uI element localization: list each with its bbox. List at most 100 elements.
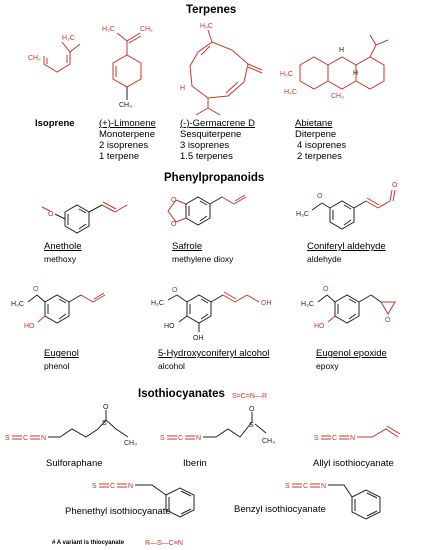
benzyl-s-label: S [285,483,290,490]
iberin-c-label: C [178,435,183,442]
allyl-isothiocyanate-name: Allyl isothiocyanate [313,458,394,469]
hydroxyconiferyl-oh2-label: OH [261,300,272,307]
sulforaphane-scn-label: S [5,435,10,442]
hydroxyconiferyl-alcohol-desc: alcohol [158,361,185,371]
allyl-n-label: N [350,435,355,442]
safrole-name: Safrole [172,241,203,252]
eugenol-epoxide-o2-label: O [385,317,391,324]
section-title-phenylpropanoids: Phenylpropanoids [164,172,265,184]
sulforaphane-ch3-label: CH₃ [124,440,137,447]
limonene-ch2-label: CH₂ [140,26,153,33]
anethole-desc: methoxy [44,254,77,264]
limonene-terpenes: 1 terpene [99,151,140,162]
benzyl-n-label: N [321,483,326,490]
iberin-name: Iberin [183,458,207,469]
abietane-structure: H H H₃C H₃C CH₃ [280,34,389,100]
iberin-s-label: S [160,435,165,442]
isoprene-structure: H₃C CH₂ [28,35,81,73]
anethole-o-label: O [48,211,54,218]
benzyl-isothiocyanate-structure: S C N [285,483,381,520]
hydroxyconiferyl-alcohol-name: 5-Hydroxyconiferyl alcohol [158,348,270,359]
germacrene-h3c-label: H₃C [200,23,213,30]
sulforaphane-s-label: S [102,420,107,427]
sulforaphane-c-label: C [23,435,28,442]
eugenol-structure: O H₃C HO [11,286,106,330]
abietane-isoprenes: 4 isoprenes [297,140,347,151]
phenethyl-c-label: C [110,483,115,490]
germacrene-structure: H₃C H [180,23,263,116]
hydroxyconiferyl-ho1-label: HO [164,323,175,330]
allyl-s-label: S [314,435,319,442]
section-title-isothiocyanates: Isothiocyanates [138,388,225,400]
phenethyl-s-label: S [92,483,97,490]
germacrene-terpenes: 1.5 terpenes [180,151,233,162]
isothiocyanate-general-formula: S=C=N—R [232,393,267,400]
allyl-c-label: C [332,435,337,442]
sulforaphane-n-label: N [41,435,46,442]
abietane-h3c-2-label: H₃C [284,89,297,96]
isoprene-ch2-label: CH₂ [28,55,41,62]
hydroxyconiferyl-oh-label: OH [193,335,204,342]
iberin-s2-label: S [249,422,254,429]
eugenol-epoxide-ho-label: HO [314,323,325,330]
limonene-isoprenes: 2 isoprenes [99,140,149,151]
thiocyanate-note: # A variant is thiocyanate [52,540,124,546]
isoprene-name: Isoprene [35,118,75,129]
hydroxyconiferyl-h3c-label: H₃C [151,300,164,307]
eugenol-desc: phenol [44,361,70,371]
eugenol-epoxide-name: Eugenol epoxide [316,348,387,359]
thiocyanate-formula: R—S—C≡N [145,540,183,547]
allyl-isothiocyanate-structure: S C N [314,425,401,442]
section-title-terpenes: Terpenes [186,4,237,16]
benzyl-isothiocyanate-name: Benzyl isothiocyanate [234,504,326,515]
sulforaphane-o-label: O [103,404,109,411]
safrole-desc: methylene dioxy [172,254,234,264]
safrole-structure: O O [167,194,247,228]
abietane-h2-label: H [353,70,358,77]
coniferyl-aldehyde-name: Coniferyl aldehyde [307,241,386,252]
phenethyl-isothiocyanate-name: Phenethyl isothiocyanate [65,506,171,517]
iberin-n-label: N [196,435,201,442]
sulforaphane-structure: S C N O S CH₃ [5,404,137,447]
eugenol-name: Eugenol [44,348,79,359]
abietane-terpenes: 2 terpenes [297,151,342,162]
phenethyl-n-label: N [128,483,133,490]
eugenol-epoxide-structure: O H₃C HO O [301,286,396,330]
phenethyl-isothiocyanate-structure: S C N [92,483,195,518]
benzyl-c-label: C [303,483,308,490]
eugenol-o-label: O [33,286,39,293]
abietane-h1-label: H [339,47,344,54]
safrole-o2-label: O [171,221,177,228]
eugenol-epoxide-o1-label: O [323,286,329,293]
anethole-structure: O [41,201,128,234]
limonene-h3c-label: H₃C [102,26,115,33]
germacrene-name: (-)-Germacrene D [180,118,255,129]
coniferyl-aldehyde-desc: aldehyde [307,254,342,264]
eugenol-epoxide-h3c-label: H₃C [301,301,314,308]
iberin-o-label: O [249,406,255,413]
hydroxyconiferyl-o-label: O [172,287,178,294]
abietane-h3c-1-label: H₃C [280,71,293,78]
coniferyl-aldehyde-structure: O H₃C O [296,182,398,230]
abietane-name: Abietane [295,118,333,129]
limonene-name: (+)-Limonene [99,118,156,129]
isoprene-h3c-label: H₃C [62,35,75,42]
coniferyl-aldehyde-h3c-label: H₃C [296,211,309,218]
germacrene-class: Sesquiterpene [180,129,242,140]
safrole-o1-label: O [171,197,177,204]
limonene-ch3-label: CH₃ [119,102,132,109]
eugenol-epoxide-desc: epoxy [316,361,339,371]
iberin-structure: S C N O S CH₃ [160,406,275,445]
anethole-name: Anethole [44,241,82,252]
eugenol-ho-label: HO [24,323,35,330]
iberin-ch3-label: CH₃ [262,438,275,445]
coniferyl-aldehyde-o1-label: O [317,193,323,200]
limonene-structure: H₃C CH₂ CH₃ [102,26,153,109]
abietane-class: Diterpene [295,129,337,140]
germacrene-isoprenes: 3 isoprenes [180,140,230,151]
sulforaphane-name: Sulforaphane [46,458,103,469]
coniferyl-aldehyde-o2-label: O [392,182,398,189]
abietane-ch3-label: CH₃ [331,93,344,100]
germacrene-h-label: H [180,85,185,92]
